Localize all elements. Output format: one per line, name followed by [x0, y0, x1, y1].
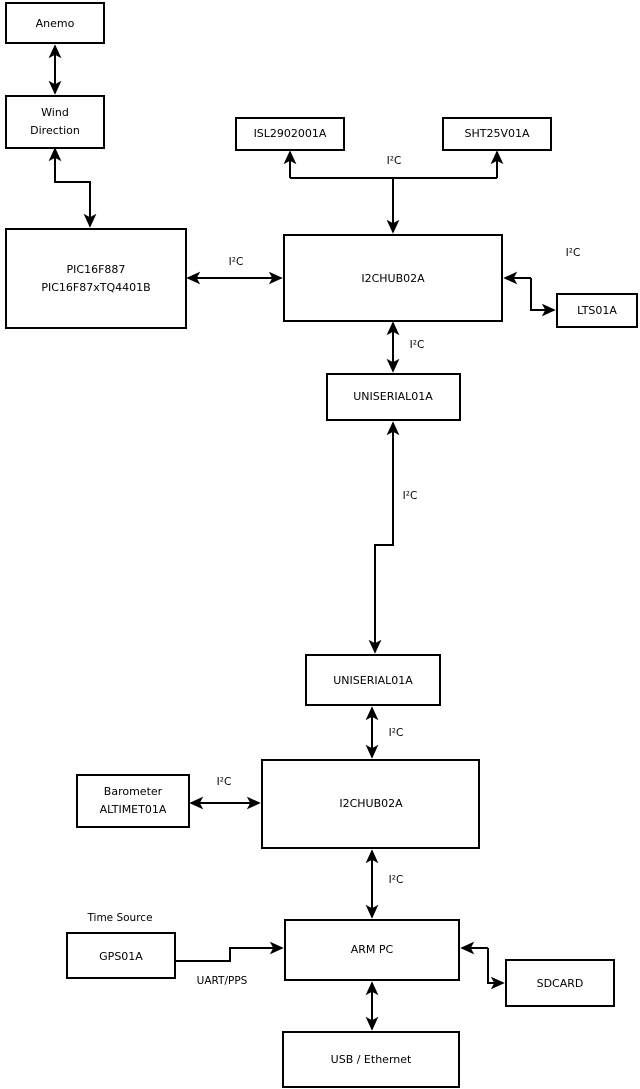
node-armpc-label: ARM PC: [351, 943, 394, 956]
node-lts-label: LTS01A: [577, 304, 617, 317]
node-uniserial01a-top[interactable]: UNISERIAL01A: [326, 373, 461, 421]
node-barometer-altimet01a[interactable]: Barometer ALTIMET01A: [76, 774, 190, 828]
edge-wind-pic: [48, 147, 97, 228]
edge-label-uniserial-link: I²C: [403, 490, 418, 502]
node-gps01a[interactable]: GPS01A: [66, 932, 176, 979]
node-sdcard[interactable]: SDCARD: [505, 959, 615, 1007]
node-hub-top-label: I2CHUB02A: [361, 272, 425, 285]
node-arm-pc[interactable]: ARM PC: [284, 919, 460, 981]
node-sht-label: SHT25V01A: [464, 127, 529, 140]
edge-label-barometer-hub: I²C: [217, 776, 232, 788]
node-uniserial-bottom-label: UNISERIAL01A: [333, 674, 413, 687]
node-uniserial01a-bottom[interactable]: UNISERIAL01A: [305, 654, 441, 706]
node-uniserial-top-label: UNISERIAL01A: [353, 390, 433, 403]
node-anemo-label: Anemo: [36, 17, 75, 30]
node-wind-direction-label-line1: Wind: [41, 106, 69, 119]
node-sht25v01a[interactable]: SHT25V01A: [442, 117, 552, 151]
edge-label-hub-armpc: I²C: [389, 874, 404, 886]
node-i2chub02a-top[interactable]: I2CHUB02A: [283, 234, 503, 322]
node-usb-ethernet[interactable]: USB / Ethernet: [282, 1031, 460, 1088]
node-pic16f887[interactable]: PIC16F887 PIC16F87xTQ4401B: [5, 228, 187, 329]
edge-gps-armpc: [176, 941, 284, 962]
node-sdcard-label: SDCARD: [537, 977, 584, 990]
edge-label-isl-sht-bus: I²C: [387, 155, 402, 167]
edge-armpc-sdcard-in: [487, 948, 505, 990]
node-barometer-label-line1: Barometer: [104, 785, 163, 798]
edge-label-hub-uniserial-top: I²C: [410, 339, 425, 351]
node-pic-label-line2: PIC16F87xTQ4401B: [41, 281, 150, 294]
node-lts01a[interactable]: LTS01A: [556, 293, 638, 328]
edge-label-hub-lts: I²C: [566, 247, 581, 259]
edge-label-uniserial-hub-bot: I²C: [389, 727, 404, 739]
node-hub-bottom-label: I2CHUB02A: [339, 797, 403, 810]
edge-label-pic-hub: I²C: [229, 256, 244, 268]
edge-label-gps-armpc: UART/PPS: [197, 975, 248, 987]
label-time-source: Time Source: [86, 912, 152, 924]
node-gps-label: GPS01A: [99, 950, 143, 963]
node-usbeth-label: USB / Ethernet: [331, 1053, 412, 1066]
node-barometer-label-line2: ALTIMET01A: [100, 803, 167, 816]
node-i2chub02a-bottom[interactable]: I2CHUB02A: [261, 759, 480, 849]
node-anemo[interactable]: Anemo: [5, 2, 105, 44]
node-wind-direction-label-line2: Direction: [30, 124, 80, 137]
node-isl2902001a[interactable]: ISL2902001A: [235, 117, 345, 151]
node-wind-direction[interactable]: Wind Direction: [5, 95, 105, 149]
edge-uniserial-link: [368, 421, 400, 654]
edge-hubtop-lts-in: [530, 278, 556, 317]
node-isl-label: ISL2902001A: [254, 127, 327, 140]
node-pic-label-line1: PIC16F887: [67, 263, 126, 276]
